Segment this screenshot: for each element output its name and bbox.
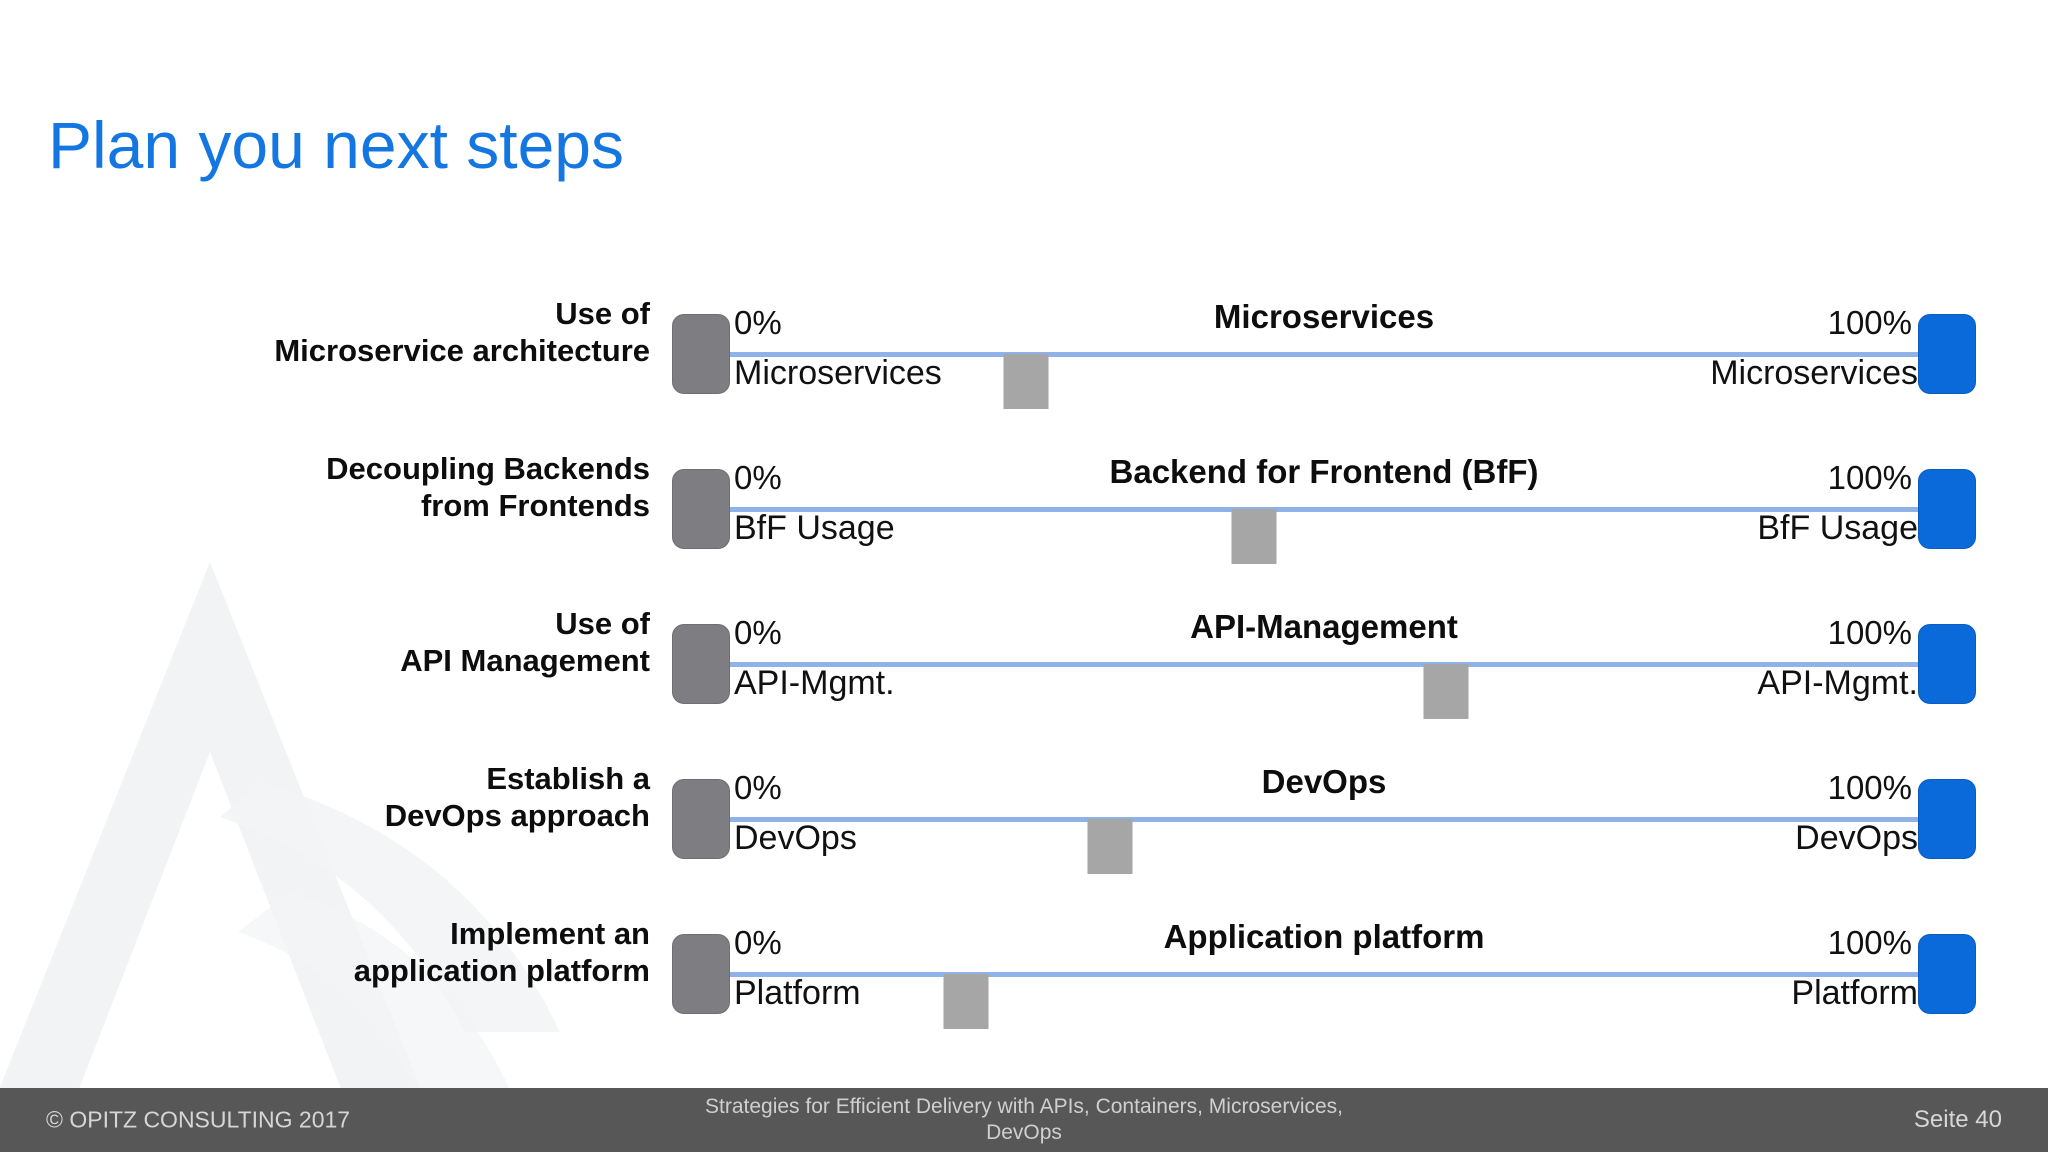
slider-max-percent: 100% xyxy=(1827,614,1912,651)
slider-min-caption: Platform xyxy=(734,974,861,1012)
slider-value-marker[interactable] xyxy=(1003,354,1049,409)
slider-min-percent: 0% xyxy=(734,614,782,651)
slider-track xyxy=(726,662,1922,667)
slider-topic-title: Backend for Frontend (BfF) xyxy=(1109,453,1539,490)
footer-page-number: Seite 40 xyxy=(1913,1106,2002,1133)
row-label-line1: Use of xyxy=(555,296,650,331)
slider-max-percent: 100% xyxy=(1827,459,1912,496)
slider-row: Use of Microservice architecture 0% 100%… xyxy=(0,296,2048,451)
footer-deck-title: Strategies for Efficient Delivery with A… xyxy=(674,1094,1374,1147)
row-label-line2: DevOps approach xyxy=(384,797,650,833)
slider-topic-title: Microservices xyxy=(1213,298,1435,335)
slider-value-marker[interactable] xyxy=(1423,664,1469,719)
slider-value-marker[interactable] xyxy=(1231,509,1277,564)
slider-value-marker[interactable] xyxy=(1087,819,1133,874)
slider-topic-title: Application platform xyxy=(1163,918,1485,955)
slider-min-percent: 0% xyxy=(734,769,782,806)
slider-row: Implement an application platform 0% 100… xyxy=(0,916,2048,1071)
slider-max-cap[interactable] xyxy=(1918,314,1976,394)
page-title: Plan you next steps xyxy=(48,108,625,182)
slider-topic-title: API-Management xyxy=(1190,608,1458,645)
slider-row: Decoupling Backends from Frontends 0% 10… xyxy=(0,451,2048,606)
slider-max-caption: DevOps xyxy=(1795,819,1918,857)
slider-max-percent: 100% xyxy=(1827,304,1912,341)
slider-max-caption: Platform xyxy=(1791,974,1918,1012)
slider-track-area[interactable]: 0% 100% Platform Platform Application pl… xyxy=(672,916,1976,1036)
slider-track xyxy=(726,507,1922,512)
slide-footer: © OPITZ CONSULTING 2017 Strategies for E… xyxy=(0,1088,2048,1152)
slider-value-marker[interactable] xyxy=(943,974,989,1029)
slider-track-area[interactable]: 0% 100% API-Mgmt. API-Mgmt. API-Manageme… xyxy=(672,606,1976,726)
slider-max-percent: 100% xyxy=(1827,924,1912,961)
slider-max-cap[interactable] xyxy=(1918,779,1976,859)
slider-min-percent: 0% xyxy=(734,304,782,341)
slider-min-percent: 0% xyxy=(734,924,782,961)
slider-track xyxy=(726,817,1922,822)
slider-track xyxy=(726,972,1922,977)
slider-track xyxy=(726,352,1922,357)
row-label-line1: Implement an xyxy=(450,916,650,951)
footer-deck-title-line2: DevOps xyxy=(986,1121,1062,1144)
row-label: Decoupling Backends from Frontends xyxy=(30,451,650,524)
footer-copyright: © OPITZ CONSULTING 2017 xyxy=(46,1106,351,1133)
slider-max-cap[interactable] xyxy=(1918,934,1976,1014)
slider-min-cap[interactable] xyxy=(672,314,730,394)
row-label: Implement an application platform xyxy=(30,916,650,989)
row-label: Use of Microservice architecture xyxy=(30,296,650,369)
slider-min-percent: 0% xyxy=(734,459,782,496)
row-label-line1: Establish a xyxy=(486,761,650,796)
slider-max-cap[interactable] xyxy=(1918,469,1976,549)
slider-min-caption: BfF Usage xyxy=(734,509,895,547)
slider-min-caption: DevOps xyxy=(734,819,857,857)
row-label: Use of API Management xyxy=(30,606,650,679)
slider-track-area[interactable]: 0% 100% BfF Usage BfF Usage Backend for … xyxy=(672,451,1976,571)
slider-min-cap[interactable] xyxy=(672,624,730,704)
row-label-line2: from Frontends xyxy=(420,487,650,523)
slider-max-percent: 100% xyxy=(1827,769,1912,806)
slider-rows: Use of Microservice architecture 0% 100%… xyxy=(0,296,2048,1071)
slider-track-area[interactable]: 0% 100% DevOps DevOps DevOps xyxy=(672,761,1976,881)
slider-topic-title: DevOps xyxy=(1261,763,1387,800)
slider-row: Use of API Management 0% 100% API-Mgmt. … xyxy=(0,606,2048,761)
slider-min-cap[interactable] xyxy=(672,934,730,1014)
row-label-line2: Microservice architecture xyxy=(274,332,650,368)
slider-min-caption: API-Mgmt. xyxy=(734,664,895,702)
slider-min-cap[interactable] xyxy=(672,469,730,549)
slider-max-caption: Microservices xyxy=(1710,354,1918,392)
slider-min-cap[interactable] xyxy=(672,779,730,859)
row-label-line1: Use of xyxy=(555,606,650,641)
row-label-line2: API Management xyxy=(400,642,650,678)
slider-track-area[interactable]: 0% 100% Microservices Microservices Micr… xyxy=(672,296,1976,416)
slider-min-caption: Microservices xyxy=(734,354,942,392)
row-label-line1: Decoupling Backends xyxy=(326,451,650,486)
slider-max-caption: API-Mgmt. xyxy=(1757,664,1918,702)
row-label: Establish a DevOps approach xyxy=(30,761,650,834)
slider-max-caption: BfF Usage xyxy=(1757,509,1918,547)
slider-row: Establish a DevOps approach 0% 100% DevO… xyxy=(0,761,2048,916)
slider-max-cap[interactable] xyxy=(1918,624,1976,704)
row-label-line2: application platform xyxy=(353,952,650,988)
footer-deck-title-line1: Strategies for Efficient Delivery with A… xyxy=(704,1094,1343,1118)
